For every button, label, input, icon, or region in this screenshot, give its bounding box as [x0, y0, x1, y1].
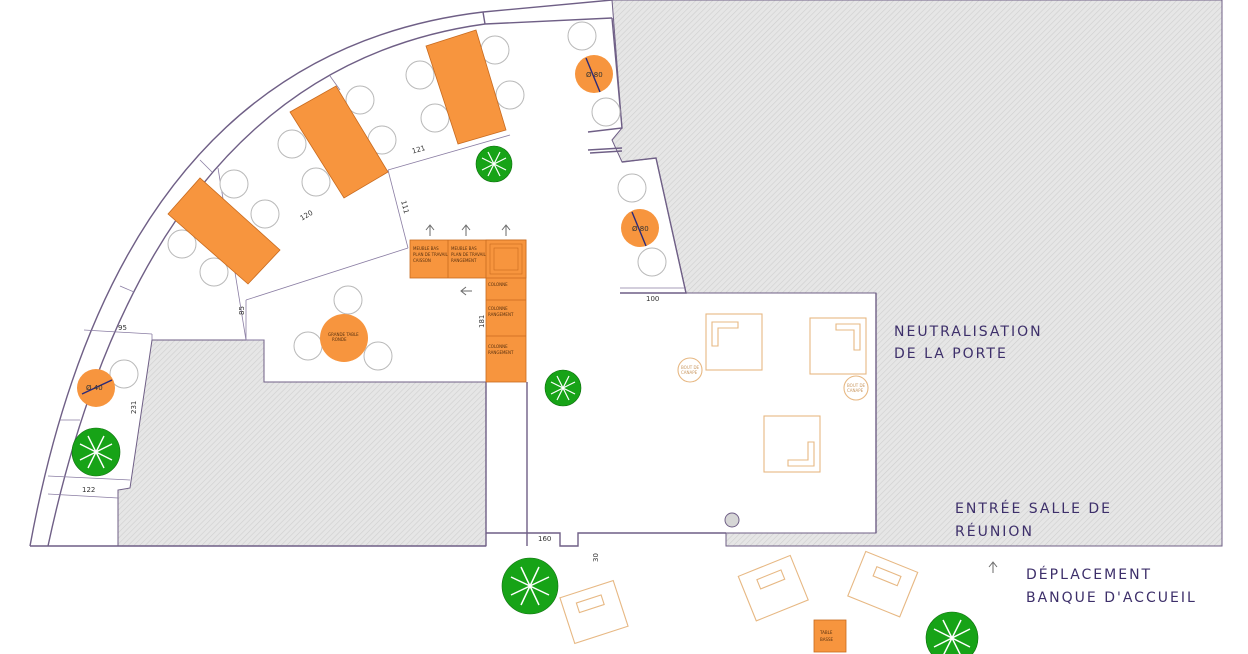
outer-curved-wall [29, 11, 484, 547]
svg-text:122: 122 [82, 486, 95, 494]
hatched-zone-lower-left [117, 339, 487, 547]
svg-text:BASSE: BASSE [820, 637, 834, 642]
neutralisation-label-2: DE LA PORTE [894, 346, 1008, 362]
round-table-1: Ø 80 [575, 55, 613, 93]
chairs [109, 21, 667, 389]
dimension-labels: 121 120 111 85 95 231 122 181 160 30 100 [82, 144, 659, 562]
svg-text:RANGEMENT: RANGEMENT [451, 258, 477, 263]
svg-text:RONDE: RONDE [332, 337, 347, 342]
svg-text:CANAPE: CANAPE [847, 388, 864, 393]
round-table-2: Ø 80 [621, 209, 659, 247]
svg-text:RANGEMENT: RANGEMENT [488, 350, 514, 355]
inner-curved-wall [47, 23, 486, 547]
deplacement-label-1: DÉPLACEMENT [1026, 566, 1152, 583]
svg-text:MEUBLE BAS: MEUBLE BAS [451, 246, 477, 251]
lounge-armchairs: BOUT DE CANAPE BOUT DE CANAPE [559, 313, 919, 645]
svg-text:BOUT DE: BOUT DE [847, 383, 866, 388]
desks [167, 29, 507, 285]
svg-text:121: 121 [411, 144, 426, 155]
deplacement-label-2: BANQUE D'ACCUEIL [1026, 590, 1197, 606]
svg-text:COLONNE: COLONNE [488, 282, 508, 287]
arrow-icons [425, 224, 998, 573]
svg-text:CANAPE: CANAPE [681, 370, 698, 375]
entree-label-1: ENTRÉE SALLE DE [955, 500, 1112, 517]
svg-text:160: 160 [538, 535, 551, 543]
svg-text:GRANDE TABLE: GRANDE TABLE [328, 332, 359, 337]
svg-text:95: 95 [118, 324, 127, 332]
round-table-3: Ø 40 [77, 369, 115, 407]
svg-text:120: 120 [299, 209, 315, 223]
svg-text:111: 111 [399, 200, 410, 215]
svg-text:PLAN DE TRAVAIL: PLAN DE TRAVAIL [413, 252, 449, 257]
column [724, 512, 740, 528]
svg-text:COLONNE: COLONNE [488, 306, 508, 311]
table-1-diameter: Ø 80 [586, 71, 603, 79]
table-3-diameter: Ø 40 [86, 384, 103, 392]
svg-text:85: 85 [238, 306, 246, 315]
entree-label-2: RÉUNION [955, 523, 1034, 540]
reception-counter: MEUBLE BAS PLAN DE TRAVAIL CAISSON MEUBL… [409, 239, 527, 383]
big-round-table: GRANDE TABLE RONDE [320, 314, 368, 362]
svg-text:PLAN DE TRAVAIL: PLAN DE TRAVAIL [451, 252, 487, 257]
svg-text:181: 181 [478, 315, 486, 328]
svg-text:COLONNE: COLONNE [488, 344, 508, 349]
table-basse: TABLE BASSE [813, 619, 847, 653]
hatched-zone-right [611, 0, 1223, 547]
svg-text:TABLE: TABLE [819, 630, 833, 635]
table-2-diameter: Ø 80 [632, 225, 649, 233]
plant-icons [71, 145, 979, 654]
svg-text:CAISSON: CAISSON [413, 258, 431, 263]
svg-text:231: 231 [130, 401, 138, 414]
svg-text:30: 30 [592, 553, 600, 562]
svg-text:100: 100 [646, 295, 659, 303]
neutralisation-label-1: NEUTRALISATION [894, 324, 1043, 340]
svg-text:BOUT DE: BOUT DE [681, 365, 700, 370]
svg-text:RANGEMENT: RANGEMENT [488, 312, 514, 317]
svg-text:MEUBLE BAS: MEUBLE BAS [413, 246, 439, 251]
